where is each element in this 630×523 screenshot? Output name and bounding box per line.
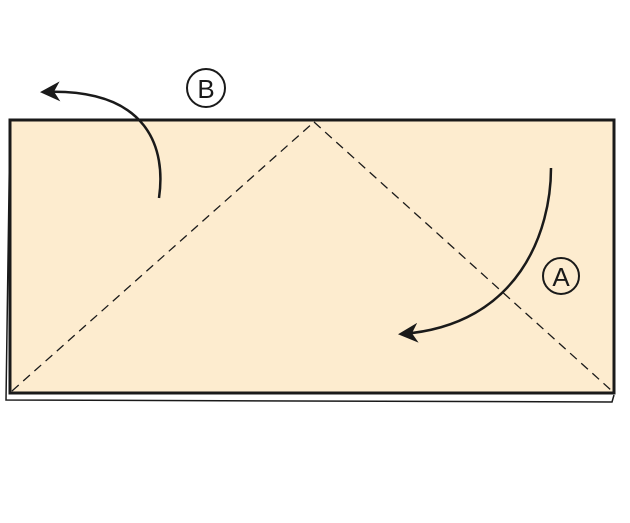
fold-line-right [313, 121, 613, 392]
arrow-b-icon [40, 81, 162, 199]
label-b: B [186, 68, 226, 108]
label-a-text: A [552, 262, 570, 292]
label-a-circle [542, 257, 580, 295]
label-b-text: B [197, 74, 214, 104]
label-a: A [542, 257, 580, 295]
back-sheet-outline [5, 119, 615, 403]
arrow-a-icon [398, 167, 553, 343]
fold-line-left [11, 121, 315, 392]
paper-sheet [8, 118, 616, 395]
label-b-circle [186, 68, 226, 108]
